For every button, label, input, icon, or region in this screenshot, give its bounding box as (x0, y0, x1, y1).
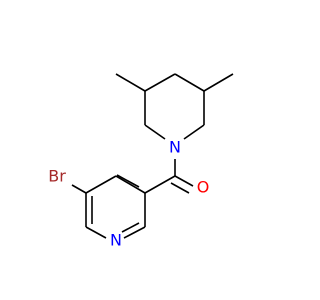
pyridine-ring (85, 174, 146, 239)
bond-c4-c5 (174, 73, 205, 92)
piperidine-ring (144, 73, 205, 140)
bond-c3-c4 (144, 73, 176, 92)
bond-n-c2 (144, 124, 166, 140)
atom-n-pyridine: N (110, 231, 122, 250)
bond-c5-methyl (203, 73, 234, 92)
bond-c4-c5-pyr (85, 175, 117, 194)
bond-carbonyl-ring (144, 175, 176, 194)
atom-n-piperidine: N (169, 138, 181, 157)
methyl-groups (115, 73, 234, 92)
bond-c3-methyl (115, 73, 146, 92)
atom-o-carbonyl: O (197, 178, 210, 197)
amide-linkage (144, 159, 194, 194)
atom-bromine: Br (48, 167, 66, 186)
molecule-structure-diagram: N O N Br (48, 73, 234, 250)
bond-carbonyl-oxygen-1 (174, 175, 194, 187)
bond-carbonyl-oxygen-2 (170, 182, 190, 194)
bond-n-c2-pyr-inner (121, 222, 140, 233)
bond-n-c2-pyr (123, 226, 146, 239)
bond-c5-bromine (71, 184, 87, 194)
bond-c3-c4-pyr-inner (116, 174, 140, 188)
bond-c6-n-pyr (85, 226, 107, 239)
bond-c6-n (183, 124, 205, 140)
bond-c3-c4-pyr (115, 175, 146, 194)
